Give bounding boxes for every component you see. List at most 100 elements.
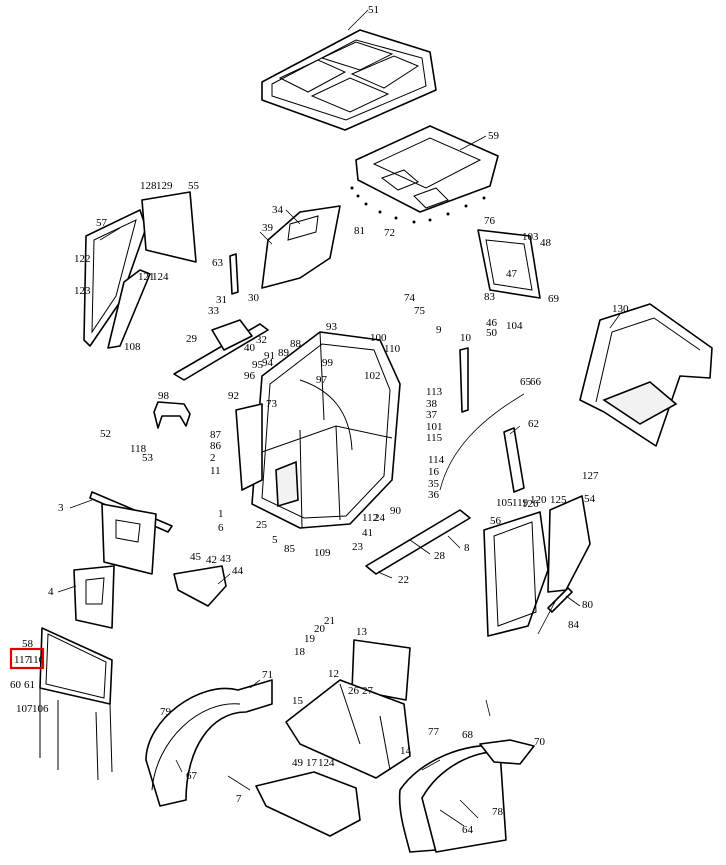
label-38: 38: [426, 398, 438, 410]
label-87: 87: [210, 429, 222, 441]
fender-78-part[interactable]: [398, 739, 535, 853]
label-30: 30: [248, 292, 260, 304]
label-60: 60: [10, 679, 22, 691]
label-95: 95: [252, 359, 264, 371]
label-75: 75: [414, 305, 426, 317]
mat-7-part[interactable]: [255, 771, 361, 837]
label-97: 97: [316, 374, 328, 386]
cable-65-part[interactable]: [439, 393, 525, 491]
label-8: 8: [464, 542, 470, 554]
right-door-56-part[interactable]: [483, 511, 549, 637]
label-78: 78: [492, 806, 504, 818]
label-124: 124: [152, 271, 169, 283]
label-84: 84: [568, 619, 580, 631]
label-13: 13: [356, 626, 368, 638]
label-109: 109: [314, 547, 331, 559]
label-112: 112: [362, 512, 378, 524]
label-50: 50: [486, 327, 498, 339]
label-33: 33: [208, 305, 220, 317]
fender-guard-130-part[interactable]: [579, 303, 713, 447]
label-72: 72: [384, 227, 395, 239]
bar-28-part[interactable]: [365, 509, 471, 575]
label-104: 104: [506, 320, 523, 332]
label-55: 55: [188, 180, 200, 192]
label-116: 116: [28, 654, 45, 666]
plate-13-part[interactable]: [351, 639, 411, 701]
label-36: 36: [428, 489, 440, 501]
label-21: 21: [324, 615, 335, 627]
label-39: 39: [262, 222, 274, 234]
label-76: 76: [484, 215, 496, 227]
bracket-3-part[interactable]: [89, 491, 173, 575]
label-59: 59: [488, 130, 500, 142]
label-88: 88: [290, 338, 302, 350]
label-24: 24: [374, 512, 386, 524]
mounting-legs-60-part[interactable]: [39, 688, 113, 781]
label-68: 68: [462, 729, 474, 741]
label-66: 66: [530, 376, 542, 388]
label-91: 91: [264, 350, 275, 362]
label-65: 65: [520, 376, 532, 388]
label-43: 43: [220, 553, 232, 565]
label-52: 52: [100, 428, 111, 440]
label-124b: 124: [318, 757, 335, 769]
label-118: 118: [130, 443, 147, 455]
label-3: 3: [58, 502, 64, 514]
label-90: 90: [390, 505, 402, 517]
left-door-frame-part[interactable]: [107, 269, 151, 349]
label-29: 29: [186, 333, 198, 345]
label-122: 122: [74, 253, 91, 265]
label-31: 31: [216, 294, 227, 306]
label-92: 92: [228, 390, 239, 402]
label-71: 71: [262, 669, 273, 681]
label-110: 110: [384, 343, 401, 355]
bracket-45-part[interactable]: [173, 565, 227, 607]
handle-98-part[interactable]: [153, 401, 191, 429]
strip-10-part[interactable]: [459, 347, 469, 413]
label-37: 37: [426, 409, 438, 421]
label-25: 25: [256, 519, 268, 531]
label-100: 100: [370, 332, 387, 344]
floor-mat-58-part[interactable]: [39, 627, 113, 705]
floor-12-part[interactable]: [285, 679, 411, 779]
label-123: 123: [74, 285, 91, 297]
right-door-panel-54-part[interactable]: [547, 495, 591, 593]
label-128: 128: [140, 180, 157, 192]
roof-screws: [350, 186, 486, 224]
label-15: 15: [292, 695, 304, 707]
label-5: 5: [272, 534, 278, 546]
cab-frame-part[interactable]: [235, 331, 401, 529]
label-127: 127: [582, 470, 599, 482]
fender-79-part[interactable]: [145, 679, 273, 807]
label-7: 7: [236, 793, 242, 805]
label-51: 51: [368, 4, 379, 16]
label-63: 63: [212, 257, 224, 269]
label-32: 32: [256, 334, 267, 346]
label-119: 119: [512, 497, 529, 509]
label-121: 121: [138, 271, 155, 283]
label-42: 42: [206, 554, 217, 566]
rear-left-glass-part[interactable]: [141, 191, 197, 263]
label-62: 62: [528, 418, 539, 430]
roof-liner-part[interactable]: [355, 125, 499, 213]
right-rear-window-part[interactable]: [477, 229, 541, 299]
label-126: 126: [522, 498, 539, 510]
support-bar-29-part[interactable]: [173, 319, 269, 381]
panel-4-part[interactable]: [73, 565, 115, 629]
strip-62-part[interactable]: [503, 427, 525, 493]
label-12: 12: [328, 668, 339, 680]
label-64: 64: [462, 824, 474, 836]
label-106: 106: [32, 703, 49, 715]
label-2: 2: [210, 452, 216, 464]
strip-63-part[interactable]: [229, 253, 239, 295]
label-40: 40: [244, 342, 256, 354]
label-1: 1: [218, 508, 224, 520]
label-70: 70: [534, 736, 546, 748]
roof-shell-part[interactable]: [261, 29, 437, 131]
callout-labels: 51 59 128 129 55 57 34 39 63 122 121 124…: [10, 4, 629, 836]
label-114: 114: [428, 454, 445, 466]
label-108: 108: [124, 341, 141, 353]
label-61: 61: [24, 679, 35, 691]
label-96: 96: [244, 370, 256, 382]
rear-panel-part[interactable]: [261, 205, 341, 289]
